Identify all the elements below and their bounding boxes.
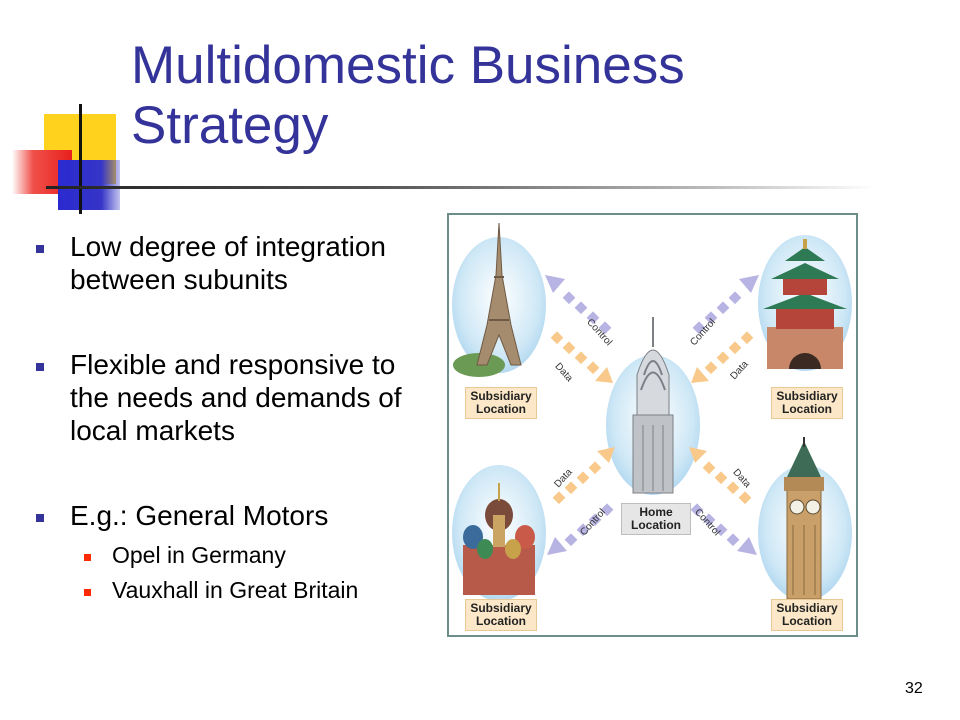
bullet-text: Flexible and responsive to the needs and…: [70, 349, 402, 446]
big-ben-icon: [784, 437, 824, 600]
bullet-item: Low degree of integration between subuni…: [36, 230, 416, 296]
decor-vertical-line: [79, 104, 82, 214]
bullet-text: E.g.: General Motors: [70, 500, 329, 531]
sub-bullet-list: Opel in Germany Vauxhall in Great Britai…: [70, 538, 416, 608]
bullet-list: Low degree of integration between subuni…: [36, 230, 416, 608]
slide-title: Multidomestic Business Strategy: [131, 36, 685, 155]
diagram-illustration: [452, 222, 852, 601]
eiffel-tower-icon: [453, 222, 522, 377]
st-basil-cathedral-icon: [463, 483, 535, 595]
bullet-item: E.g.: General Motors Opel in Germany Vau…: [36, 499, 416, 608]
chinese-tower-icon: [763, 239, 847, 369]
subsidiary-location-label: Subsidiary Location: [771, 599, 843, 631]
subsidiary-location-label: Subsidiary Location: [465, 387, 537, 419]
sub-bullet-text: Opel in Germany: [112, 542, 286, 568]
page-number: 32: [905, 680, 923, 697]
subsidiary-location-label: Subsidiary Location: [465, 599, 537, 631]
bullet-marker: [36, 363, 44, 371]
subsidiary-location-label: Subsidiary Location: [771, 387, 843, 419]
home-location-label: Home Location: [621, 503, 691, 535]
multidomestic-diagram: Control Data Control Data Data Control D…: [447, 213, 858, 637]
sub-bullet-marker: [84, 554, 91, 561]
bullet-marker: [36, 514, 44, 522]
bullet-text: Low degree of integration between subuni…: [70, 231, 386, 295]
decor-blue-square: [58, 160, 120, 210]
bullet-item: Flexible and responsive to the needs and…: [36, 348, 416, 447]
bullet-marker: [36, 245, 44, 253]
chrysler-building-icon: [632, 317, 674, 494]
sub-bullet-text: Vauxhall in Great Britain: [112, 577, 359, 603]
sub-bullet-item: Opel in Germany: [70, 538, 416, 573]
sub-bullet-marker: [84, 589, 91, 596]
control-arrow-top-left: [545, 275, 612, 335]
sub-bullet-item: Vauxhall in Great Britain: [70, 573, 416, 608]
title-underline: [46, 186, 876, 189]
